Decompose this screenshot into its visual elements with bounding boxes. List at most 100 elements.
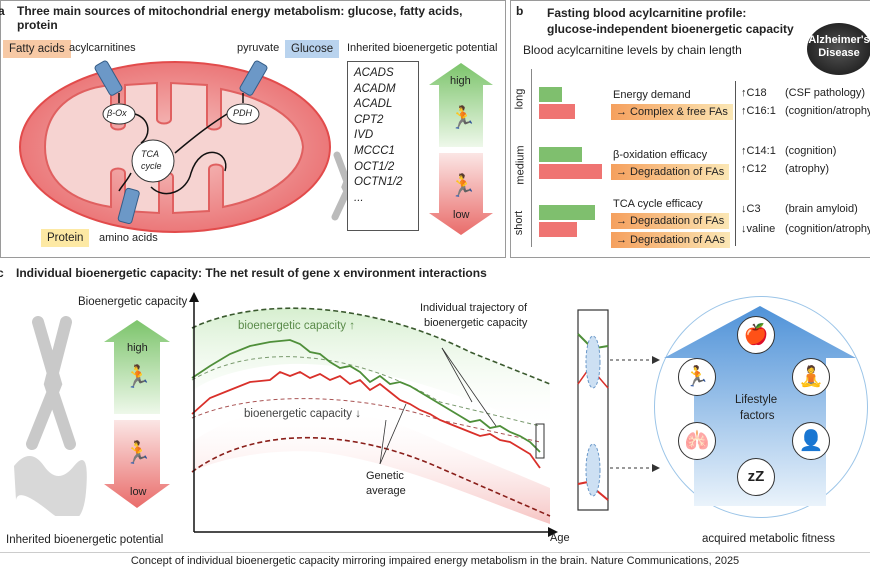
- panel-b-title-2: glucose-independent bioenergetic capacit…: [547, 22, 794, 36]
- upper-bound: [191, 307, 551, 385]
- gene-item: ...: [354, 191, 364, 204]
- marker-note: (atrophy): [785, 163, 830, 175]
- marker-symbol: ↓C3: [741, 203, 761, 215]
- marker-symbol: ↑C16:1: [741, 105, 776, 117]
- tca-label-2: cycle: [141, 161, 162, 171]
- chromosome-large: [14, 316, 87, 516]
- panel-a-title: Three main sources of mitochondrial ener…: [17, 4, 463, 32]
- marker-note: (cognition/atrophy): [785, 105, 870, 117]
- panel-b-title-1: Fasting blood acylcarnitine profile:: [547, 6, 747, 20]
- marker-item: ↑C18 (CSF pathology): [741, 87, 865, 99]
- pyruvate-label: pyruvate: [237, 42, 280, 54]
- marker-item: ↑C12 (atrophy): [741, 163, 829, 175]
- glucose-chip: Glucose: [285, 40, 340, 58]
- panel-a-letter: a: [0, 4, 5, 18]
- protein-chip: Protein: [41, 229, 90, 247]
- marker-item: ↓C3 (brain amyloid): [741, 203, 858, 215]
- complex-free-fas: → Complex & free FAs: [611, 104, 733, 120]
- bar-green-medium: [539, 147, 582, 162]
- gene-item: MCCC1: [354, 144, 395, 157]
- high-low-arrow-c: 🏃 🏃: [104, 320, 170, 508]
- marker-item: ↓valine(cognition/atrophy): [741, 223, 870, 235]
- red-trajectory: [191, 370, 541, 469]
- row-label-short: short: [513, 210, 526, 236]
- degradation-aas: → Degradation of AAs: [611, 232, 730, 248]
- apple-icon: 🍎: [737, 316, 775, 354]
- bar-green-long: [539, 87, 562, 102]
- panel-c-letter: c: [0, 266, 4, 280]
- panel-c-title: Individual bioenergetic capacity: The ne…: [16, 266, 487, 280]
- beta-ox-label: β-Ox: [107, 108, 127, 118]
- high-label-c: high: [127, 342, 148, 354]
- high-label: high: [450, 75, 471, 87]
- genetic-label-2: average: [366, 485, 406, 497]
- pdh-label: PDH: [233, 108, 253, 118]
- bar-red-short: [539, 222, 577, 237]
- marker-symbol: ↑C14:1: [741, 145, 776, 157]
- tca-label-1: TCA: [141, 149, 159, 159]
- panel-b-letter: b: [516, 4, 524, 18]
- column-divider: [735, 81, 736, 246]
- acylcarnitines-label: acylcarnitines: [69, 42, 136, 54]
- panel-b-subtitle: Blood acylcarnitine levels by chain leng…: [523, 43, 742, 57]
- runner-fast-icon-c: 🏃: [124, 364, 151, 389]
- row-axis: [531, 69, 532, 247]
- gene-item: ACADS: [354, 67, 394, 79]
- caption-divider: [0, 552, 870, 553]
- low-label-c: low: [130, 486, 147, 498]
- marker-note: (CSF pathology): [785, 87, 866, 99]
- mitochondrion-diagram: [19, 60, 331, 233]
- meditation-icon: 🧘: [792, 358, 830, 396]
- marker-symbol: ↑C18: [741, 87, 767, 99]
- gene-item: OCT1/2: [354, 160, 395, 173]
- panel-b: b Fasting blood acylcarnitine profile: g…: [510, 0, 870, 258]
- runner-slow-icon: 🏃: [449, 173, 476, 198]
- lifestyle-label-1: Lifestyle: [735, 394, 778, 406]
- inherited-title: Inherited bioenergetic potential: [347, 42, 498, 54]
- genetic-average-green: [191, 356, 541, 427]
- badge-line-2: Disease: [818, 47, 860, 59]
- low-label: low: [453, 209, 470, 221]
- runner-icon: 🏃: [678, 358, 716, 396]
- bar-red-medium: [539, 164, 602, 179]
- bar-green-short: [539, 205, 595, 220]
- zoom-window: [577, 309, 660, 511]
- genetic-label-1: Genetic: [366, 470, 404, 482]
- marker-item: ↑C14:1 (cognition): [741, 145, 836, 157]
- cap-up-label: bioenergetic capacity ↑: [238, 320, 355, 332]
- transporter-fatty: [94, 60, 123, 96]
- row-label-medium: medium: [514, 145, 527, 185]
- gene-item: CPT2: [354, 113, 384, 126]
- gene-item: ACADL: [354, 98, 393, 111]
- alzheimers-badge: Alzheimer's Disease: [807, 23, 870, 75]
- marker-note: (cognition): [785, 145, 837, 157]
- lungs-icon: 🫁: [678, 422, 716, 460]
- social-icon: 👤: [792, 422, 830, 460]
- marker-note: (cognition/atrophy): [785, 223, 870, 235]
- marker-note: (brain amyloid): [785, 203, 858, 215]
- beta-ox-efficacy: β-oxidation efficacy: [613, 149, 708, 161]
- degradation-fas-2: → Degradation of FAs: [611, 213, 730, 229]
- panel-a: a Three main sources of mitochondrial en…: [0, 0, 506, 258]
- high-low-arrow: 🏃 🏃: [429, 63, 493, 235]
- marker-symbol: ↑C12: [741, 163, 767, 175]
- fatty-acids-chip: Fatty acids: [3, 40, 71, 58]
- runner-slow-icon-c: 🏃: [124, 440, 151, 465]
- energy-demand: Energy demand: [613, 89, 691, 101]
- transporter-protein: [117, 187, 140, 225]
- amino-acids-label: amino acids: [99, 232, 158, 244]
- runner-fast-icon: 🏃: [449, 105, 476, 130]
- cap-down-label: bioenergetic capacity ↓: [244, 408, 361, 420]
- tca-efficacy: TCA cycle efficacy: [613, 198, 703, 210]
- trajectory-label-1: Individual trajectory of: [420, 302, 527, 314]
- lower-bound: [191, 436, 551, 517]
- gene-item: OCTN1/2: [354, 176, 403, 189]
- lifestyle-label-2: factors: [740, 410, 775, 422]
- sleep-icon: zZ: [737, 458, 775, 496]
- badge-line-1: Alzheimer's: [808, 34, 870, 46]
- green-trajectory: [191, 339, 541, 453]
- inherited-label-c: Inherited bioenergetic potential: [6, 534, 164, 546]
- transporter-glucose: [239, 60, 268, 96]
- row-label-long: long: [513, 88, 526, 110]
- acquired-label: acquired metabolic fitness: [702, 533, 835, 545]
